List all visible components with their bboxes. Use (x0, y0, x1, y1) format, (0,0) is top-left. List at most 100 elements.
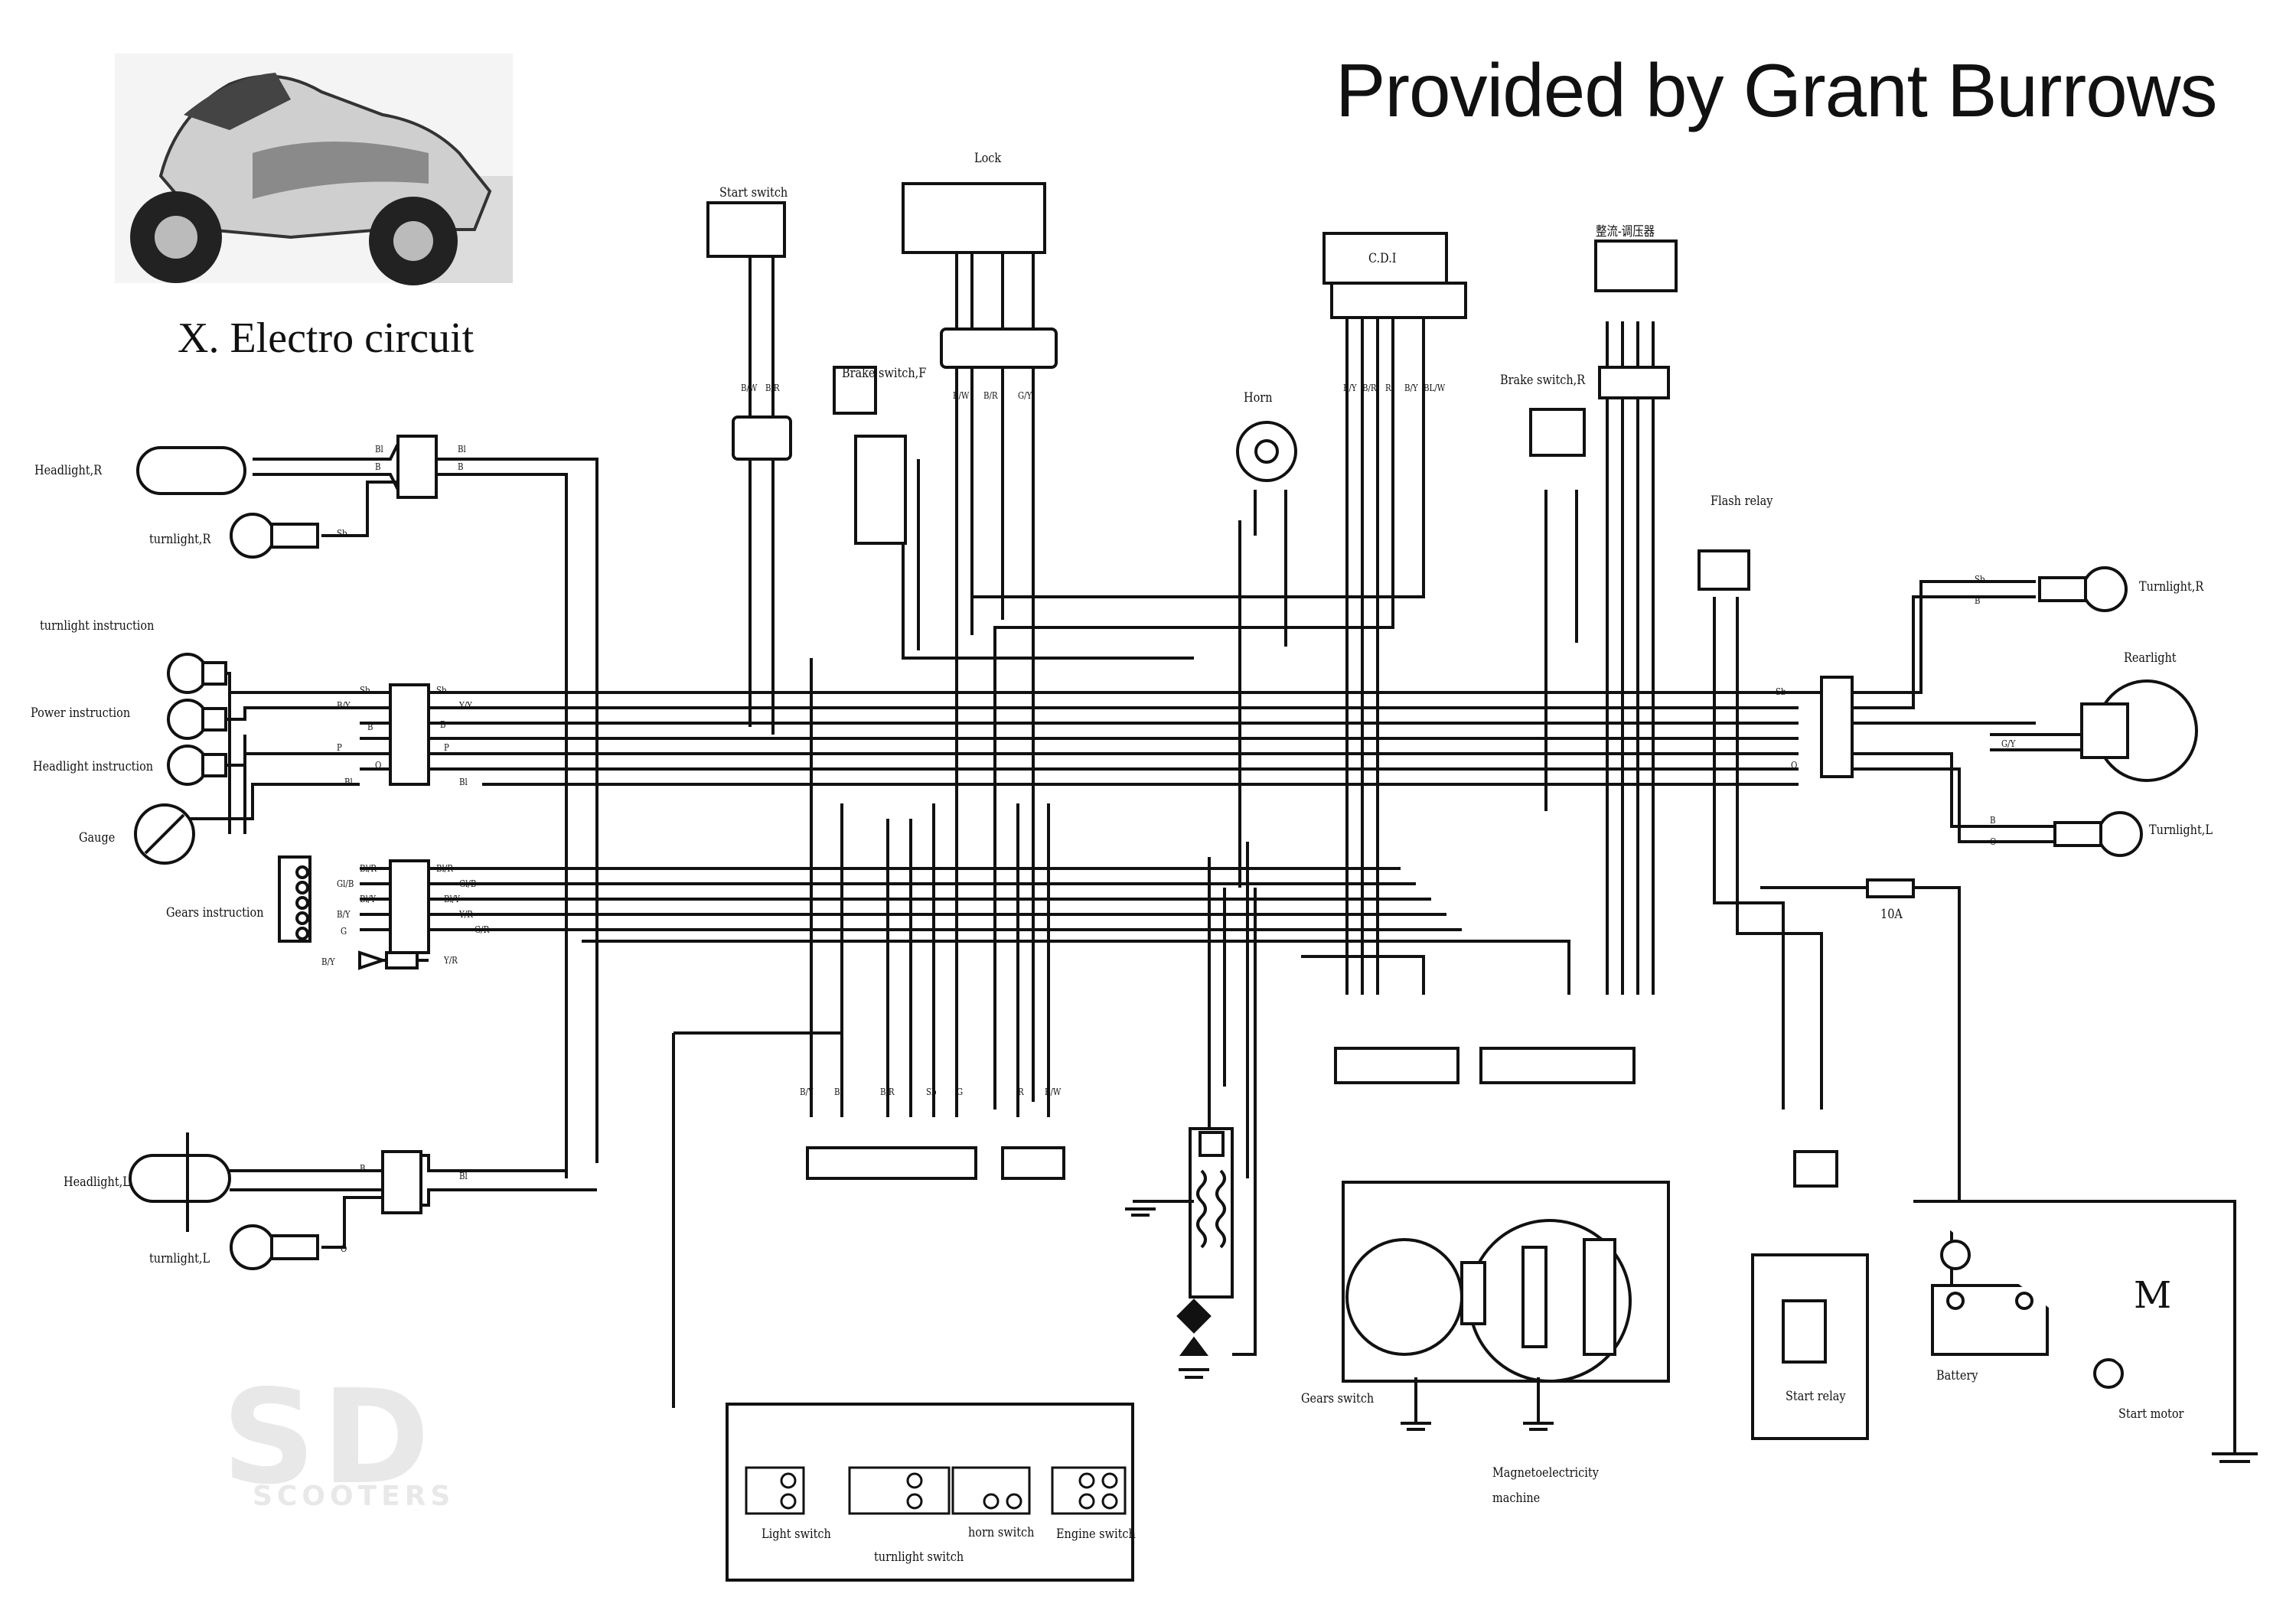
wire-code: B (1990, 815, 1996, 826)
gears-instruction-block (278, 855, 419, 970)
wire-code: Y/Y (459, 700, 472, 711)
label-gauge: Gauge (79, 830, 116, 846)
wire-code: Sb (1776, 686, 1786, 697)
label-magneto-line1: Magnetoelectricity (1492, 1465, 1599, 1481)
label-turnlight-r-right: Turnlight,R (2139, 579, 2204, 595)
wire-code: B/R (765, 383, 780, 393)
wire-code: B/W (1045, 1087, 1062, 1097)
wire-code: O (1791, 760, 1798, 771)
wire-code: R (1385, 383, 1391, 393)
wire-code: B (367, 722, 373, 732)
label-fuse: 10A (1880, 907, 1903, 922)
wire-code: B (360, 1163, 366, 1174)
label-engine-switch: Engine switch (1056, 1527, 1136, 1542)
label-start-relay: Start relay (1786, 1389, 1846, 1404)
starter-circuit (1751, 1200, 2258, 1463)
label-headlight-l: Headlight,L (64, 1175, 130, 1190)
motor-symbol: M (2134, 1274, 2172, 1317)
wire-code: B/R (1362, 383, 1377, 393)
label-start-switch: Start switch (719, 185, 788, 200)
label-turnlight-l-right: Turnlight,L (2149, 823, 2213, 838)
watermark-text: SCOOTERS (253, 1481, 455, 1512)
wire-code: Bl (458, 444, 466, 455)
wire-code: BL/W (1424, 383, 1446, 393)
wire-code: Bl/Y (444, 894, 460, 904)
wire-code: Bl/R (436, 863, 453, 874)
wire-code: B/W (741, 383, 758, 393)
handlebar-switches (745, 1466, 1127, 1515)
label-rectifier: 整流-调压器 (1596, 224, 1655, 240)
ignition-coil (1125, 1127, 1257, 1379)
motorcycle-photo (115, 54, 513, 285)
label-horn: Horn (1244, 390, 1273, 406)
wire-code: B (1975, 595, 1981, 606)
connectors (381, 282, 1915, 1214)
wire-code: B/Y (337, 700, 351, 711)
wire-code: Gl/B (337, 878, 354, 889)
label-light-switch: Light switch (762, 1527, 831, 1542)
wire-code: B/Y (321, 956, 335, 967)
label-rearlight: Rearlight (2124, 650, 2177, 666)
label-gears-switch: Gears switch (1301, 1391, 1375, 1406)
wire-code: Sb (436, 685, 447, 696)
wire-code: G (957, 1087, 964, 1097)
wire-code: G/Y (2001, 738, 2016, 749)
wires (184, 253, 2105, 1408)
wire-code: Sb (926, 1087, 937, 1097)
wire-code: P (337, 742, 342, 753)
label-lock: Lock (974, 151, 1002, 166)
wire-code: B/Y (1404, 383, 1418, 393)
wire-code: P (444, 742, 449, 753)
label-horn-switch: horn switch (968, 1525, 1035, 1540)
wire-code: Sb (337, 528, 347, 539)
wire-code: Sb (1975, 574, 1985, 585)
label-turnlight-instruction: turnlight instruction (40, 618, 155, 634)
wire-code: Bl (344, 777, 353, 787)
wire-code: G/R (475, 924, 490, 935)
wire-code: Sb (360, 685, 370, 696)
label-power-instruction: Power instruction (31, 705, 131, 721)
wire-code: Y/R (444, 955, 458, 966)
wire-code: B (440, 719, 446, 730)
wire-code: B (375, 461, 381, 472)
wire-code: B/Y (800, 1087, 814, 1097)
label-turnlight-r-left: turnlight,R (149, 532, 211, 547)
wire-code: B (458, 461, 464, 472)
wire-code: O (341, 1243, 347, 1254)
wire-code: O (1990, 836, 1997, 847)
wire-code: Bl (375, 444, 383, 455)
wire-code: B/Y (1343, 383, 1357, 393)
wire-code: B/R (880, 1087, 895, 1097)
wire-code: Bl (834, 1087, 843, 1097)
wire-code: B/W (953, 390, 970, 401)
gears-switch-magneto (1342, 1181, 1670, 1431)
bulbs (134, 421, 2198, 1270)
wire-code: Gl/B (459, 878, 477, 889)
diagram-subtitle: X. Electro circuit (178, 314, 475, 362)
wire-code: G/Y (1018, 390, 1032, 401)
label-cdi: C.D.I (1368, 251, 1397, 266)
label-headlight-r: Headlight,R (34, 463, 103, 478)
wire-code: O (375, 760, 382, 771)
label-brake-switch-r: Brake switch,R (1500, 373, 1586, 388)
label-gears-instruction: Gears instruction (166, 905, 264, 921)
wire-code: Bl (459, 777, 468, 787)
headlights (129, 446, 246, 1232)
wire-code: R (1018, 1087, 1024, 1097)
wire-code: B/Y (337, 909, 351, 920)
watermark-logo: SD (222, 1362, 436, 1514)
label-turnlight-l-left: turnlight,L (149, 1251, 210, 1266)
label-turnlight-switch: turnlight switch (874, 1549, 964, 1565)
wire-code: Bl/Y (360, 894, 376, 904)
label-start-motor: Start motor (2118, 1406, 2184, 1422)
label-battery: Battery (1936, 1368, 1978, 1383)
wire-code: B/R (983, 390, 998, 401)
label-headlight-instruction: Headlight instruction (33, 759, 154, 774)
label-magneto-line2: machine (1492, 1491, 1541, 1506)
wire-code: G (341, 926, 347, 937)
wire-code: Bl (459, 1171, 468, 1181)
wire-code: Y/R (459, 909, 473, 920)
label-flash-relay: Flash relay (1711, 494, 1773, 509)
